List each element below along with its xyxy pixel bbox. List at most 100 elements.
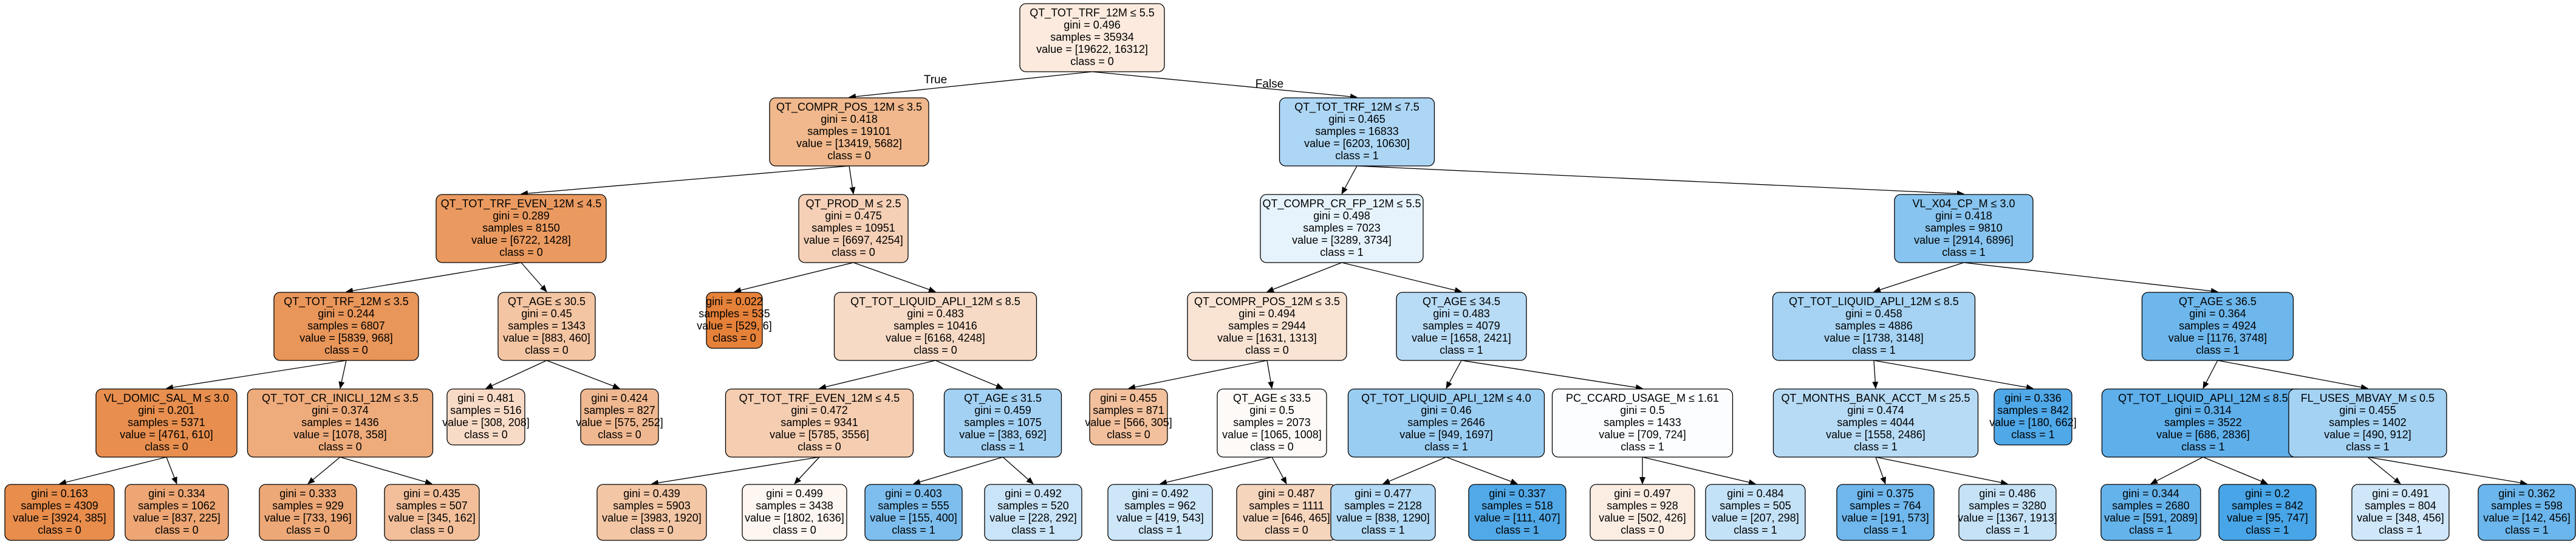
tree-node-line: samples = 3438: [756, 500, 833, 512]
tree-node-line: QT_COMPR_CR_FP_12M ≤ 5.5: [1263, 198, 1421, 210]
edge-n8-n17: [485, 360, 547, 389]
tree-node-line: QT_AGE ≤ 36.5: [2179, 295, 2257, 308]
tree-node-box: [125, 484, 229, 541]
tree-node-line: class = 1: [1986, 524, 2029, 536]
tree-node-line: class = 1: [2011, 429, 2055, 441]
tree-node-line: value = [575, 252]: [576, 416, 663, 429]
tree-node-line: samples = 827: [584, 404, 655, 416]
tree-node-box: [1107, 484, 1213, 541]
tree-node-box: [1187, 292, 1347, 361]
edge-n27-n46: [2202, 456, 2268, 484]
edge-n6-n13: [1873, 262, 1964, 293]
tree-node-line: class = 1: [1424, 441, 1468, 453]
tree-node-line: samples = 4924: [2179, 320, 2257, 332]
tree-node-line: class = 1: [1440, 344, 1483, 356]
tree-node-line: samples = 9810: [1925, 222, 2003, 234]
tree-node-line: gini = 0.492: [1005, 487, 1062, 500]
tree-node-line: samples = 4044: [1837, 416, 1915, 429]
edge-n16-n32: [340, 456, 432, 485]
tree-node-line: value = [180, 662]: [1989, 416, 2077, 429]
tree-node-line: value = [2914, 6896]: [1914, 234, 2014, 246]
tree-node-box: [384, 484, 480, 541]
edge-n6-n14: [1963, 262, 2218, 294]
tree-node-line: gini = 0.455: [2339, 404, 2396, 416]
tree-node-box: [1705, 484, 1806, 541]
tree-node-box: [95, 388, 237, 458]
tree-node-line: gini = 0.498: [1313, 210, 1370, 222]
tree-node-line: gini = 0.458: [1845, 308, 1902, 320]
tree-node-line: value = [1631, 1313]: [1217, 332, 1317, 344]
tree-node-line: class = 0: [832, 246, 875, 258]
tree-node-line: gini = 0.472: [791, 404, 848, 416]
tree-node-line: value = [19622, 16312]: [1036, 43, 1148, 55]
tree-node-line: QT_TOT_TRF_EVEN_12M ≤ 4.5: [441, 198, 602, 210]
tree-node-line: value = [3924, 385]: [13, 512, 106, 524]
tree-node-line: value = [1658, 2421]: [1412, 332, 1511, 344]
edge-n7-n16: [338, 360, 347, 389]
tree-node-line: value = [709, 724]: [1599, 429, 1686, 441]
tree-node-line: class = 1: [2505, 524, 2549, 536]
tree-node-line: samples = 1343: [508, 320, 586, 332]
tree-node-line: gini = 0.492: [1132, 487, 1189, 500]
tree-node-box: [1019, 3, 1165, 72]
tree-node-line: gini = 0.496: [1064, 19, 1121, 31]
tree-node-line: value = [155, 400]: [870, 512, 957, 524]
tree-node-line: gini = 0.491: [2372, 487, 2429, 500]
tree-node-box: [273, 292, 419, 361]
tree-node-line: value = [838, 1290]: [1336, 512, 1430, 524]
tree-node-line: QT_AGE ≤ 30.5: [508, 295, 586, 308]
tree-node-line: gini = 0.334: [148, 487, 205, 500]
tree-node-line: gini = 0.474: [1847, 404, 1904, 416]
tree-node-line: class = 0: [630, 524, 674, 536]
edge-n2-n6: [1356, 165, 1964, 197]
tree-node-box: [1260, 194, 1424, 263]
tree-node-line: samples = 1062: [138, 500, 216, 512]
tree-node-line: QT_TOT_CR_INICLI_12M ≤ 3.5: [262, 392, 419, 405]
tree-node-line: gini = 0.483: [1433, 308, 1490, 320]
tree-node-line: QT_TOT_TRF_12M ≤ 7.5: [1294, 101, 1420, 114]
edge-n25-n44: [1875, 456, 2008, 486]
tree-node-line: QT_AGE ≤ 31.5: [964, 392, 1042, 405]
tree-node-line: samples = 598: [2491, 500, 2563, 512]
tree-node-line: samples = 505: [1720, 500, 1791, 512]
edge-n10-n20: [935, 360, 1003, 389]
tree-node-line: class = 1: [1138, 524, 1182, 536]
tree-node-line: samples = 3522: [2164, 416, 2242, 429]
tree-node-line: gini = 0.418: [821, 113, 878, 125]
tree-node-line: gini = 0.375: [1857, 487, 1914, 500]
tree-node-line: value = [228, 292]: [989, 512, 1077, 524]
tree-node-line: class = 0: [1265, 524, 1308, 536]
tree-node-box: [769, 97, 929, 167]
edge-n3-n7: [346, 262, 522, 294]
tree-node-line: samples = 1436: [301, 416, 379, 429]
tree-node-box: [1217, 388, 1327, 458]
edge-n15-n29: [59, 456, 167, 486]
tree-node-line: value = [883, 460]: [503, 332, 590, 344]
edge-n12-n24: [1461, 360, 1643, 391]
tree-node-line: value = [591, 2089]: [2104, 512, 2198, 524]
edge-n27-n45: [2150, 456, 2204, 484]
tree-node-line: FL_USES_MBVAY_M ≤ 0.5: [2301, 392, 2434, 405]
tree-node-line: value = [1802, 1636]: [745, 512, 844, 524]
tree-node-line: class = 1: [1852, 344, 1896, 356]
tree-node-line: samples = 3280: [1969, 500, 2046, 512]
tree-node-line: gini = 0.374: [312, 404, 369, 416]
tree-node-line: samples = 16833: [1315, 125, 1399, 137]
edge-n24-n42: [1642, 456, 1756, 486]
tree-node-line: samples = 4309: [21, 500, 98, 512]
tree-node-box: [436, 194, 607, 263]
